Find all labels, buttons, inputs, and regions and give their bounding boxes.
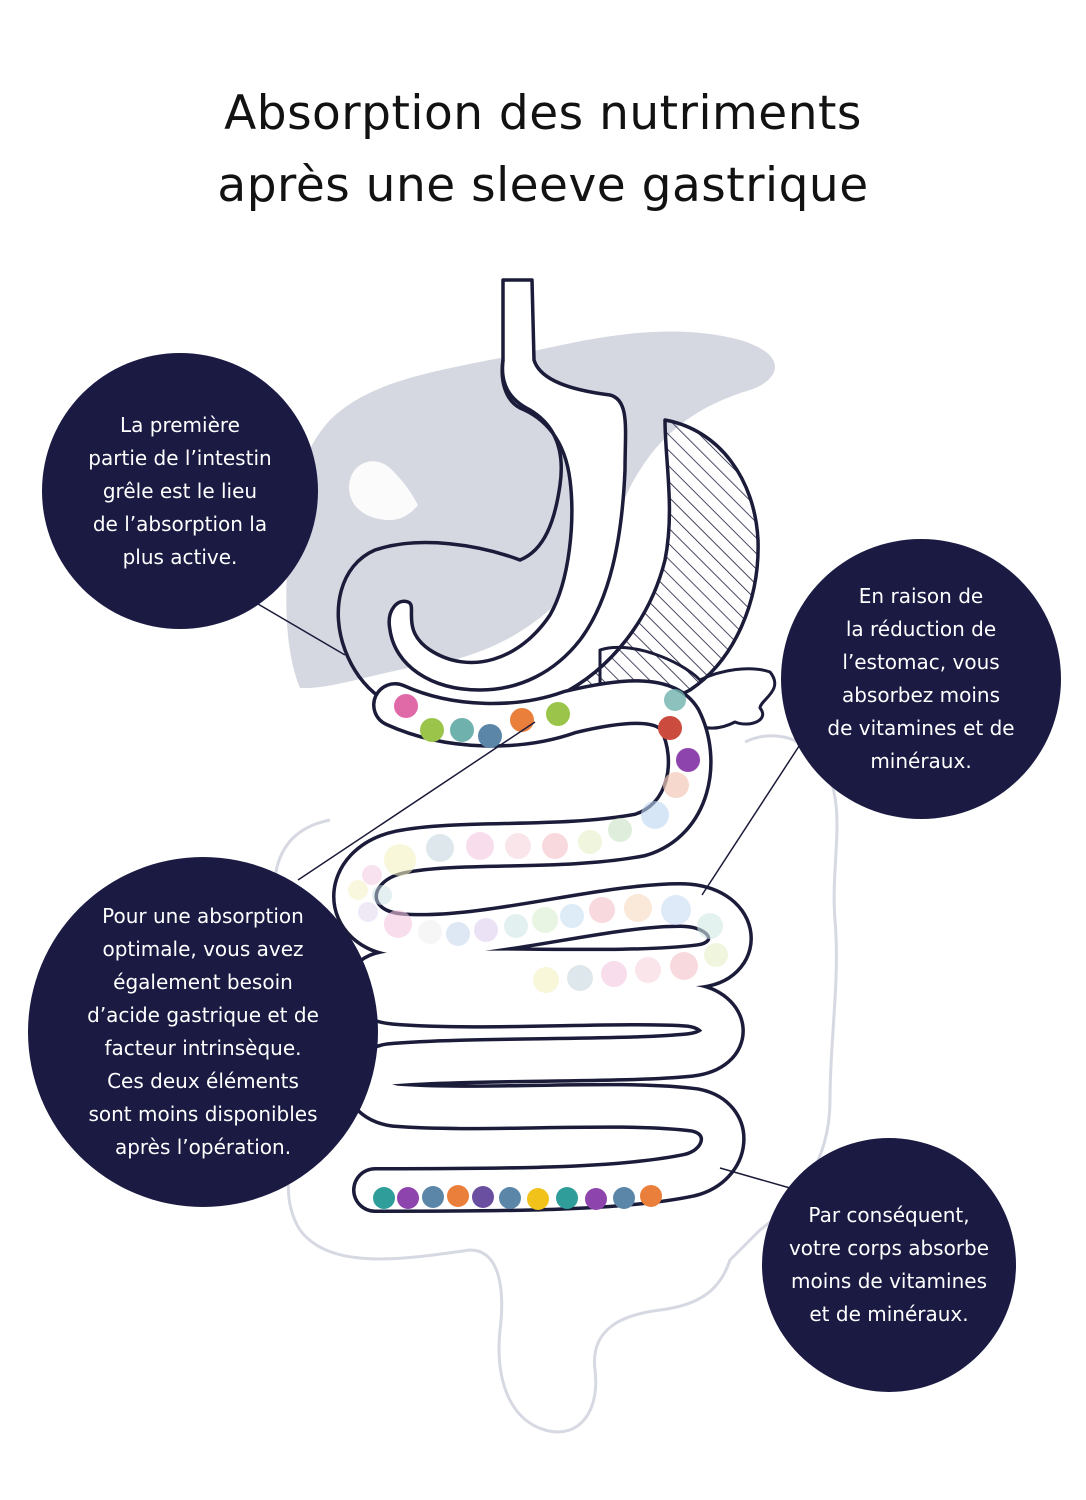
callout-text-3: Pour une absorption optimale, vous avez … (87, 900, 319, 1164)
callout-first-intestine: La première partie de l’intestin grêle e… (42, 353, 318, 629)
callout-text-4: Par conséquent, votre corps absorbe moin… (789, 1199, 989, 1331)
callout-gastric-acid: Pour une absorption optimale, vous avez … (28, 857, 378, 1207)
connector-line-4 (720, 1168, 790, 1188)
connector-line-2 (702, 740, 803, 895)
callout-consequence: Par conséquent, votre corps absorbe moin… (762, 1138, 1016, 1392)
callout-text-2: En raison de la réduction de l’estomac, … (827, 580, 1014, 778)
callout-text-1: La première partie de l’intestin grêle e… (88, 409, 271, 574)
callout-stomach-reduction: En raison de la réduction de l’estomac, … (781, 539, 1061, 819)
